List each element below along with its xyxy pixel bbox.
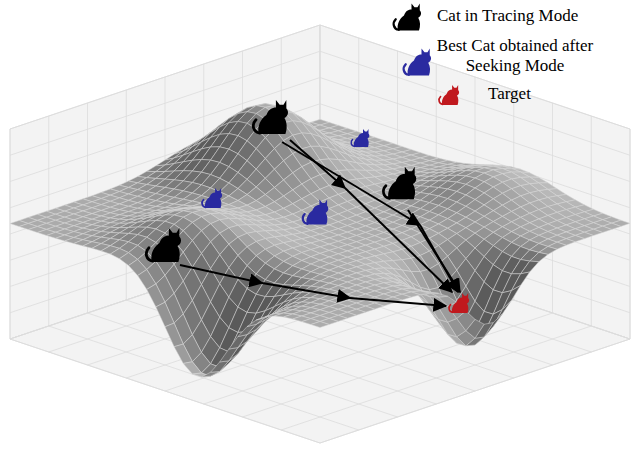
cat-icon xyxy=(202,188,222,208)
cat-tail xyxy=(394,19,399,30)
legend-label: Target xyxy=(488,84,588,104)
cat-body xyxy=(442,85,459,105)
surface-cell xyxy=(165,323,183,347)
surface-cell xyxy=(247,317,265,326)
move-arrow xyxy=(180,265,262,283)
cat-icon xyxy=(383,167,416,199)
cat-body xyxy=(398,4,421,31)
cat-body xyxy=(205,188,222,208)
surface-cell xyxy=(530,252,548,261)
cat-body xyxy=(354,129,370,147)
cat-body xyxy=(258,100,288,134)
surface-cell xyxy=(211,361,229,372)
move-arrow xyxy=(408,210,460,292)
cat-icon xyxy=(449,293,469,313)
cat-icon xyxy=(439,85,459,105)
surface-cell xyxy=(220,348,238,362)
cat-icon xyxy=(394,4,421,31)
cat-tail xyxy=(449,305,453,313)
move-arrow xyxy=(345,188,452,292)
cat-body xyxy=(306,199,328,224)
cats xyxy=(146,4,469,313)
surface-cell xyxy=(511,272,529,291)
surface-cell xyxy=(238,324,256,336)
cat-tail xyxy=(303,214,308,224)
move-arrow xyxy=(350,298,446,306)
pane xyxy=(10,25,320,339)
cat-body xyxy=(408,49,431,76)
surface-cell xyxy=(156,302,174,327)
arrows xyxy=(180,140,460,306)
cat-body xyxy=(151,228,181,262)
surface-cell xyxy=(311,321,329,327)
cat-body xyxy=(452,293,469,313)
cat-tail xyxy=(383,186,389,199)
pane xyxy=(10,235,630,443)
cat-icon xyxy=(351,129,369,147)
cat-icon xyxy=(253,100,288,134)
surface-cell xyxy=(502,285,520,309)
cat-tail xyxy=(439,97,443,105)
axes-panes xyxy=(10,25,630,443)
cat-tail xyxy=(202,200,206,208)
cat-icon xyxy=(146,228,181,262)
cat-tail xyxy=(351,140,354,147)
surface xyxy=(10,104,630,377)
pane xyxy=(320,25,630,339)
move-arrow xyxy=(262,283,350,298)
cat-icon xyxy=(404,49,431,76)
cat-tail xyxy=(146,248,152,261)
cat-tail xyxy=(253,120,259,133)
surface-cell xyxy=(174,344,192,363)
legend-label: Cat in Tracing Mode xyxy=(437,6,627,26)
move-arrow xyxy=(282,142,420,225)
legend-label: Best Cat obtained after Seeking Mode xyxy=(430,36,600,76)
surface-cell xyxy=(183,362,201,374)
cat-icon xyxy=(303,199,329,224)
grid-lines xyxy=(10,25,630,443)
cat-body xyxy=(388,167,416,199)
cat-tail xyxy=(404,64,409,75)
